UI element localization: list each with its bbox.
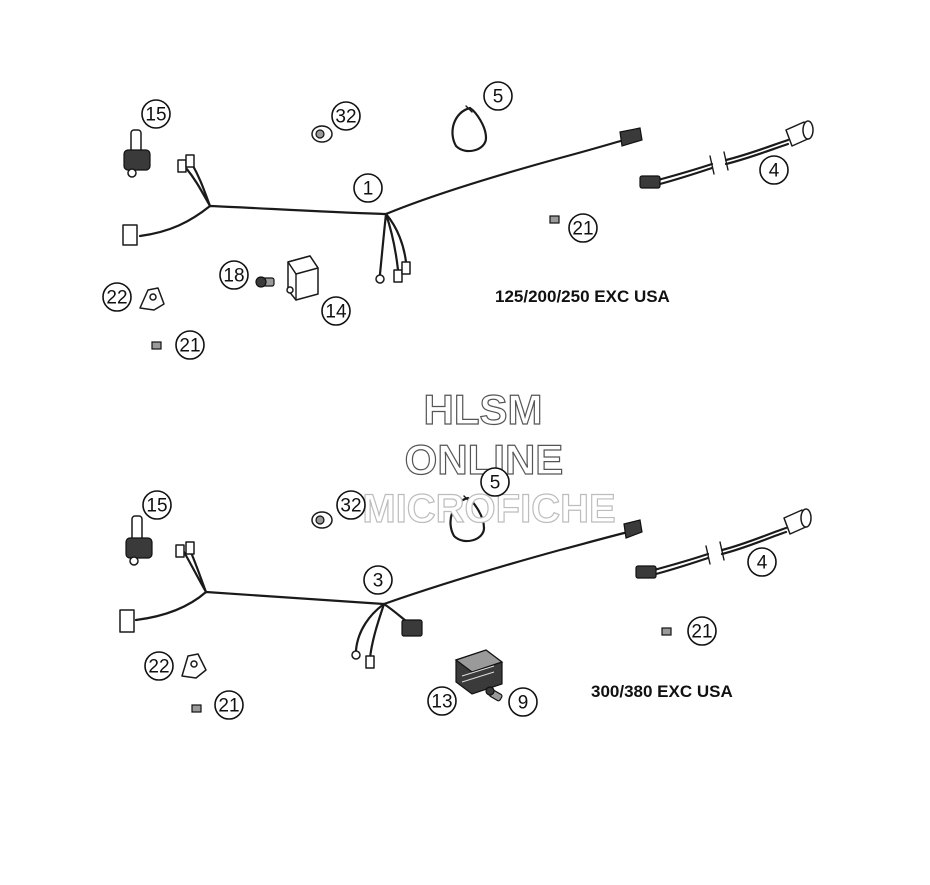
- svg-text:4: 4: [769, 161, 780, 182]
- bottom-extension-cable: [635, 508, 812, 579]
- top-screw: [255, 276, 275, 288]
- top-nut: [549, 215, 560, 224]
- watermark-line1: HLSM: [424, 386, 543, 433]
- callout-bottom-15: 15: [142, 490, 172, 520]
- callout-top-15: 15: [141, 99, 171, 129]
- bottom-screw: [485, 686, 503, 702]
- svg-text:21: 21: [691, 622, 712, 643]
- svg-text:1: 1: [363, 179, 374, 200]
- callout-bottom-13: 13: [427, 686, 457, 716]
- bottom-cable-strap: [449, 495, 486, 543]
- svg-text:22: 22: [148, 657, 169, 678]
- bottom-nut: [661, 627, 672, 636]
- callout-top-21: 21: [568, 213, 598, 243]
- callout-top-1: 1: [353, 173, 383, 203]
- bottom-main-harness: [119, 519, 643, 669]
- svg-text:32: 32: [340, 496, 361, 517]
- top-nut-lower: [151, 341, 162, 350]
- callout-top-4: 4: [759, 155, 789, 185]
- callout-top-22: 22: [102, 282, 132, 312]
- callout-top-14: 14: [321, 296, 351, 326]
- callout-bottom-21-lower: 21: [214, 690, 244, 720]
- svg-text:32: 32: [335, 107, 356, 128]
- callout-bottom-32: 32: [336, 490, 366, 520]
- watermark: HLSM ONLINE MICROFICHE: [362, 385, 617, 531]
- top-extension-cable: [639, 120, 814, 189]
- svg-text:21: 21: [179, 336, 200, 357]
- svg-text:14: 14: [325, 302, 347, 323]
- callout-top-5: 5: [483, 81, 513, 111]
- top-assembly: [122, 105, 814, 350]
- svg-text:5: 5: [493, 87, 504, 108]
- bottom-assembly: [119, 495, 812, 713]
- svg-text:4: 4: [757, 553, 768, 574]
- callout-top-32: 32: [331, 101, 361, 131]
- svg-text:9: 9: [518, 693, 529, 714]
- top-cable-strap: [451, 105, 488, 153]
- top-bracket: [139, 287, 165, 311]
- callout-bottom-5: 5: [480, 467, 510, 497]
- callout-bottom-4: 4: [747, 547, 777, 577]
- top-relay: [286, 255, 319, 301]
- bottom-callouts: 15 32 5 3 4 21 22 21: [142, 467, 777, 720]
- svg-text:13: 13: [431, 692, 452, 713]
- callout-bottom-22: 22: [144, 651, 174, 681]
- bottom-handlebar-switch: [125, 515, 153, 566]
- callout-top-18: 18: [219, 260, 249, 290]
- bottom-regulator: [454, 649, 504, 695]
- svg-text:18: 18: [223, 266, 244, 287]
- callout-bottom-3: 3: [363, 565, 393, 595]
- callout-bottom-9: 9: [508, 687, 538, 717]
- svg-text:5: 5: [490, 473, 501, 494]
- model-label-top: 125/200/250 EXC USA: [495, 287, 670, 306]
- callout-bottom-21: 21: [687, 616, 717, 646]
- top-callouts: 15 32 5 1 4 21 18 14: [102, 81, 789, 360]
- svg-text:21: 21: [572, 219, 593, 240]
- svg-text:3: 3: [373, 571, 384, 592]
- bottom-bushing: [311, 511, 333, 529]
- callout-top-21-lower: 21: [175, 330, 205, 360]
- top-handlebar-switch: [123, 129, 151, 178]
- svg-text:15: 15: [146, 496, 167, 517]
- svg-text:21: 21: [218, 696, 239, 717]
- svg-text:15: 15: [145, 105, 166, 126]
- bottom-bracket: [181, 653, 207, 679]
- top-main-harness: [122, 127, 643, 284]
- top-bushing: [311, 125, 333, 143]
- bottom-nut-lower: [191, 704, 202, 713]
- model-label-bottom: 300/380 EXC USA: [591, 682, 733, 701]
- svg-text:22: 22: [106, 288, 127, 309]
